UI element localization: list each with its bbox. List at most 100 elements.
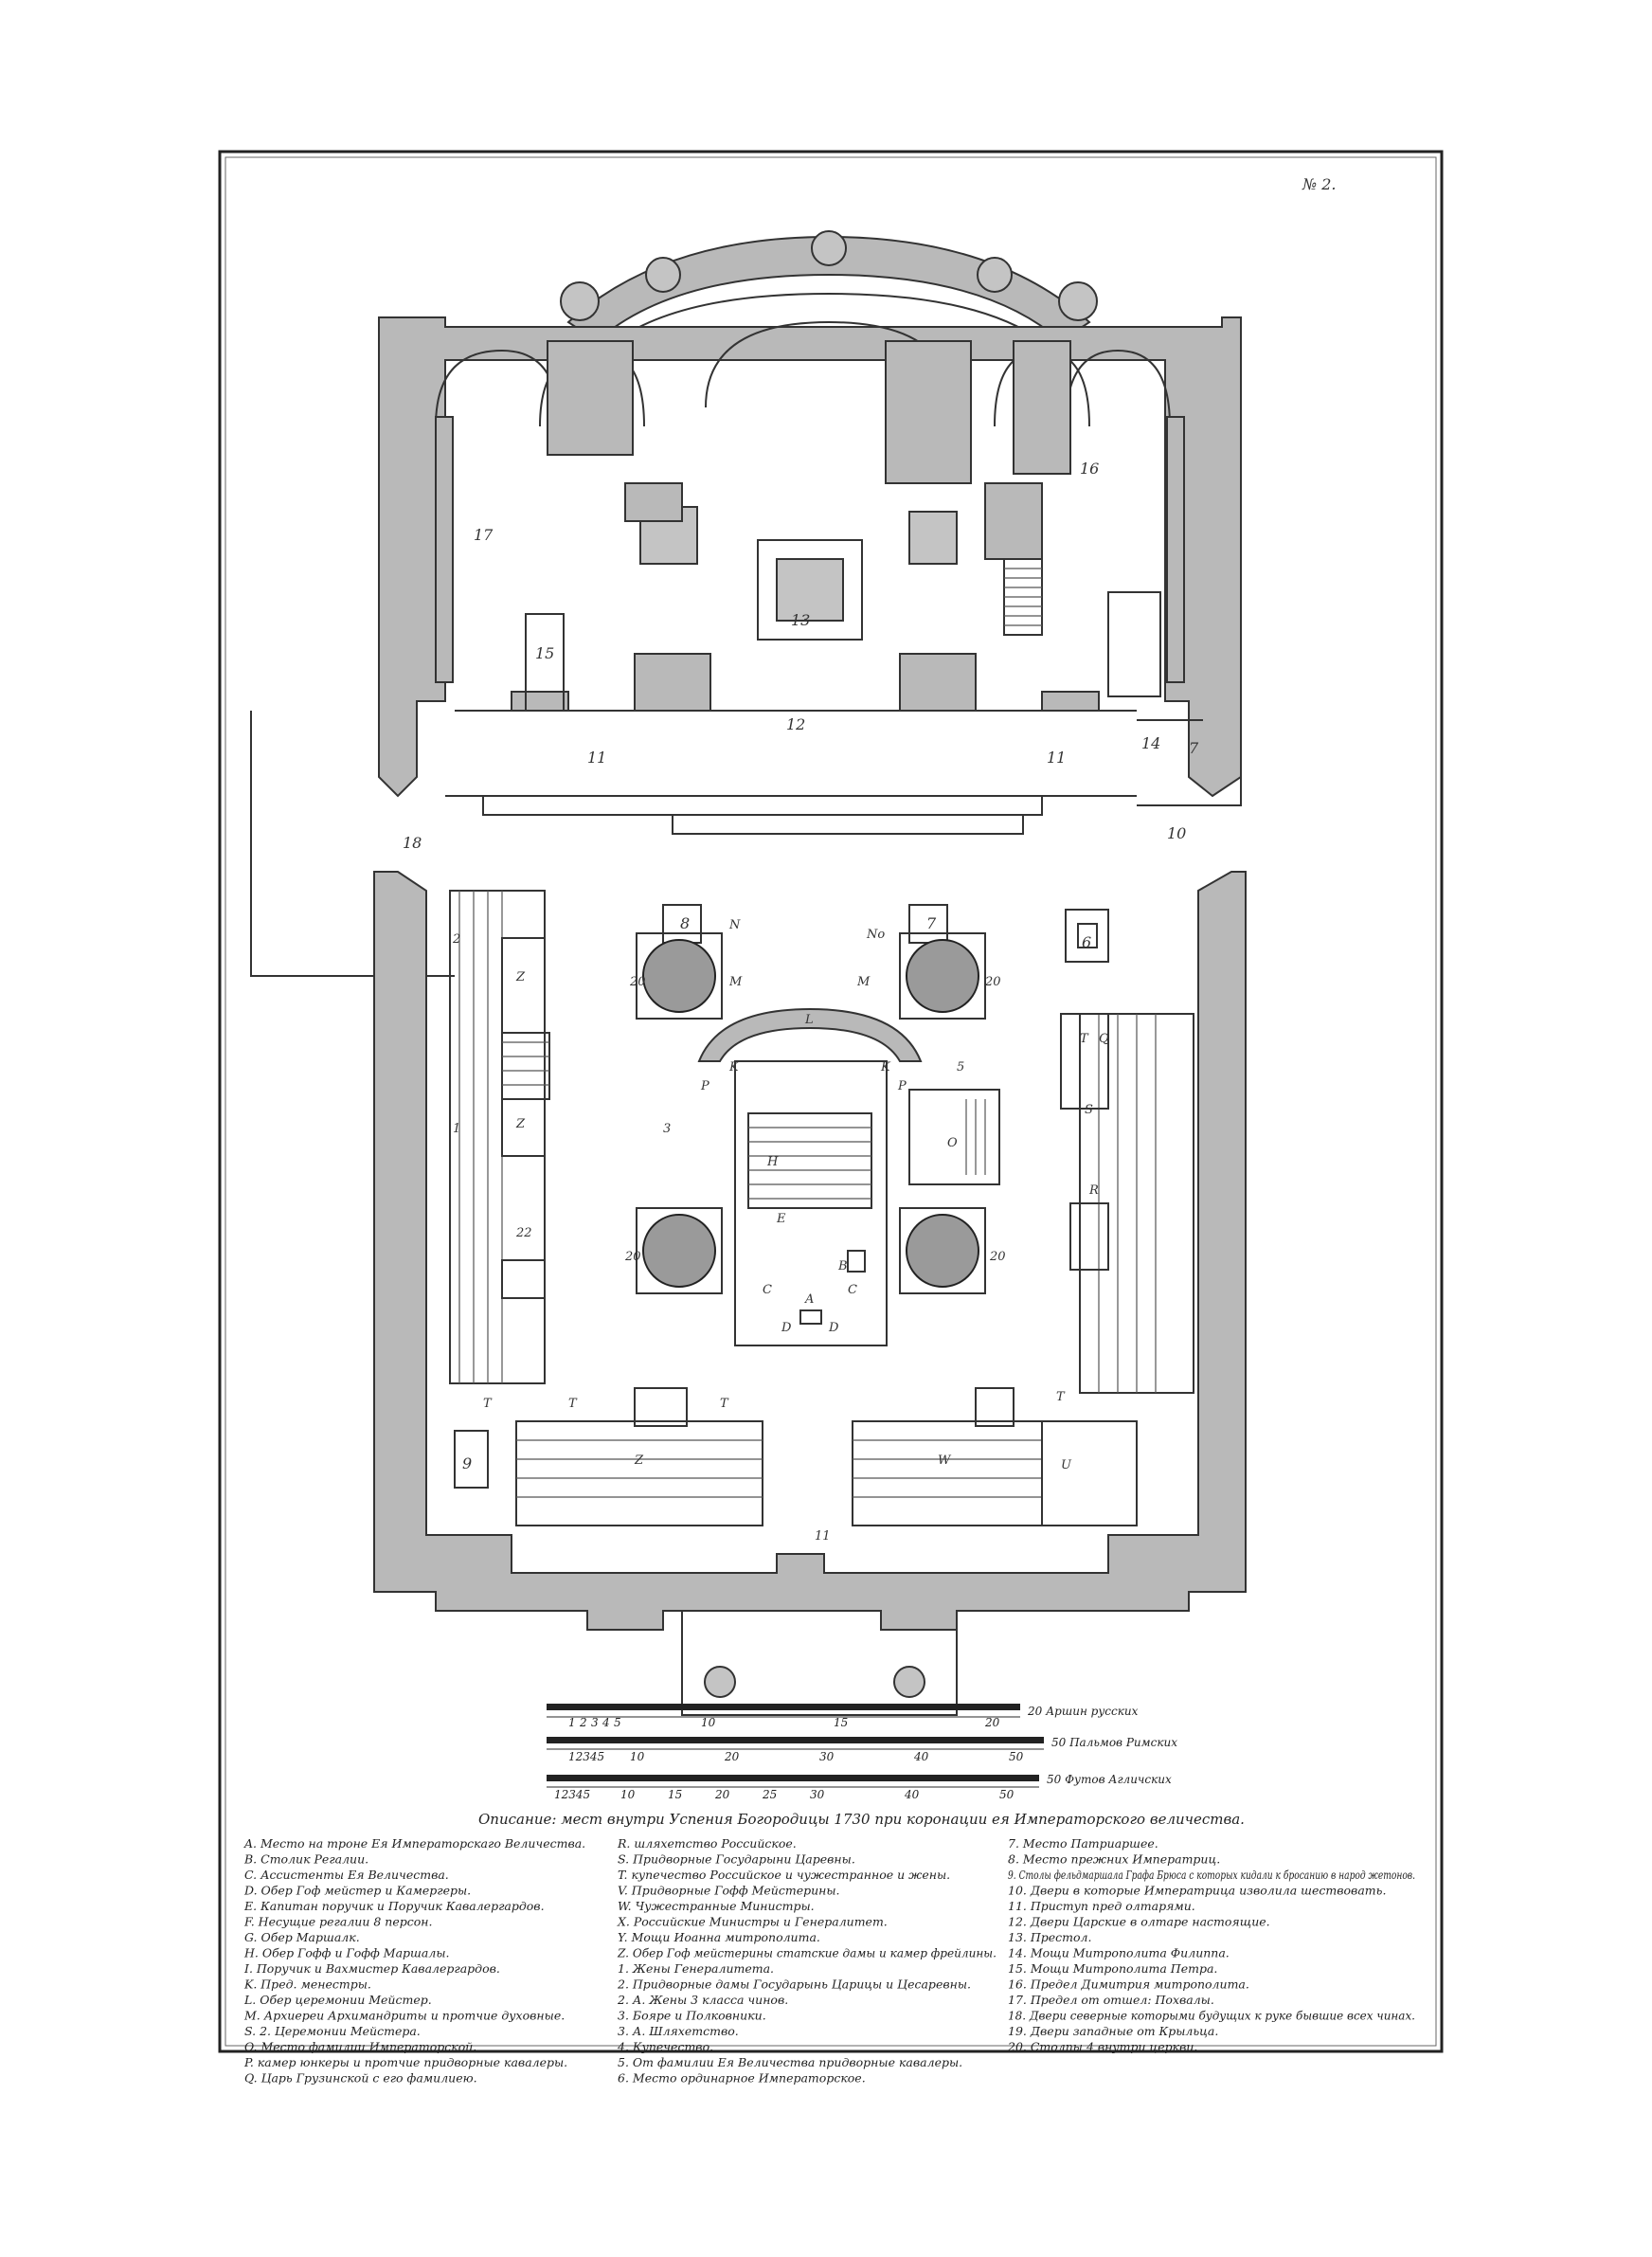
legend-entry: S. 2. Церемонии Мейстера. (244, 2024, 421, 2038)
svg-text:11: 11 (1047, 749, 1066, 767)
svg-text:12: 12 (786, 715, 805, 733)
svg-text:C: C (763, 1283, 772, 1297)
svg-text:7: 7 (1189, 739, 1199, 757)
svg-text:1: 1 (568, 1716, 576, 1729)
legend-entry: 3. А. Шляхетство. (618, 2024, 739, 2038)
svg-text:40: 40 (904, 1788, 920, 1801)
svg-text:50 Футов Агличских: 50 Футов Агличских (1047, 1773, 1172, 1786)
legend-entry: 11. Приступ пред олтарями. (1008, 1899, 1195, 1913)
svg-text:Z: Z (515, 970, 526, 984)
svg-text:C: C (848, 1283, 857, 1297)
legend-entry: 3. Бояре и Полковники. (618, 2009, 766, 2023)
svg-text:T: T (483, 1397, 493, 1411)
svg-text:20: 20 (629, 975, 646, 989)
legend-entry: 2. Придворные дамы Государынь Царицы и Ц… (617, 1977, 971, 1992)
svg-text:8: 8 (680, 914, 690, 932)
svg-text:50 Пальмов Римских: 50 Пальмов Римских (1051, 1736, 1177, 1749)
svg-text:T: T (568, 1397, 578, 1411)
column-nw (899, 932, 986, 1020)
svg-text:1: 1 (453, 1122, 460, 1136)
svg-text:20: 20 (984, 1716, 1000, 1729)
svg-text:6: 6 (1082, 933, 1091, 951)
plate-caption: Описание: мест внутри Успения Богородицы… (478, 1811, 1245, 1828)
legend-entry: A. Место на троне Ея Императорскаго Вели… (243, 1836, 585, 1851)
svg-text:E: E (776, 1212, 786, 1226)
legend-entry: G. Обер Маршалк. (244, 1930, 360, 1944)
legend-entry: H. Обер Гофф и Гофф Маршалы. (243, 1946, 449, 1960)
svg-text:5: 5 (957, 1060, 964, 1074)
column-se (636, 1207, 723, 1294)
svg-text:20: 20 (624, 1250, 641, 1264)
svg-text:7: 7 (926, 914, 937, 932)
svg-text:U: U (1061, 1458, 1072, 1472)
legend-entry: I. Поручик и Вахмистер Кавалергардов. (243, 1961, 500, 1976)
svg-text:W: W (938, 1454, 952, 1468)
legend-entry: 15. Мощи Митрополита Петра. (1008, 1961, 1217, 1976)
svg-text:3: 3 (591, 1716, 599, 1729)
svg-text:O: O (947, 1136, 958, 1150)
svg-text:20: 20 (984, 975, 1001, 989)
svg-text:15: 15 (535, 644, 554, 662)
legend-entry: B. Столик Регалии. (243, 1852, 368, 1867)
legend-entry: R. шляхетство Российское. (617, 1836, 797, 1851)
legend-entry: S. Придворные Государыни Царевны. (618, 1852, 855, 1867)
svg-text:S: S (1085, 1103, 1093, 1117)
svg-text:11: 11 (815, 1529, 831, 1544)
legend-entry: 9. Столы фельдмаршала Графа Брюса с кото… (1008, 1868, 1415, 1882)
legend-entry: Q. Царь Грузинской с его фамилиею. (244, 2071, 477, 2085)
column-sw (899, 1207, 986, 1294)
legend-entry: 13. Престол. (1008, 1930, 1091, 1944)
svg-text:D: D (781, 1321, 792, 1335)
legend-entry: O. Место фамилии Императорской. (244, 2040, 476, 2054)
legend-entry: 16. Предел Димитрия митрополита. (1008, 1977, 1249, 1992)
legend-entry: F. Несущие регалии 8 персон. (243, 1915, 432, 1929)
legend-entry: 6. Место ординарное Императорское. (618, 2071, 866, 2085)
legend-entry: W. Чужестранные Министры. (618, 1899, 815, 1913)
throne-platform (734, 1060, 888, 1346)
svg-text:L: L (804, 1013, 814, 1027)
svg-text:12345: 12345 (568, 1750, 604, 1763)
svg-text:20: 20 (724, 1750, 740, 1763)
svg-text:D: D (828, 1321, 839, 1335)
legend-entry: 5. От фамилии Ея Величества придворные к… (618, 2055, 962, 2069)
svg-text:3: 3 (663, 1122, 671, 1136)
plate-number: № 2. (1302, 175, 1337, 193)
legend-entry: E. Капитан поручик и Поручик Кавалергард… (243, 1899, 545, 1913)
svg-text:13: 13 (791, 611, 810, 629)
svg-text:18: 18 (403, 834, 422, 852)
scale-bars: 20 Аршин русских 1 2 3 4 5 10 15 20 50 П… (547, 1704, 1177, 1801)
svg-text:Z: Z (515, 1117, 526, 1131)
svg-text:22: 22 (515, 1226, 532, 1240)
svg-text:25: 25 (762, 1788, 777, 1801)
svg-text:30: 30 (819, 1750, 835, 1763)
svg-text:20: 20 (714, 1788, 730, 1801)
svg-text:H: H (766, 1155, 779, 1169)
lower-plan: 8 N 7 No M M 20 20 L K K 5 P P 3 H E O 1… (373, 871, 1247, 1716)
legend-entry: X. Российские Министры и Генералитет. (617, 1915, 888, 1929)
legend-entry: 1. Жены Генералитета. (618, 1961, 774, 1976)
svg-text:A: A (804, 1292, 814, 1307)
legend-entry: Z. Обер Гоф мейстерины статские дамы и к… (617, 1946, 997, 1960)
svg-text:M: M (728, 975, 743, 989)
svg-text:K: K (728, 1060, 740, 1074)
svg-text:N: N (728, 918, 741, 932)
legend-entry: 12. Двери Царские в олтаре настоящие. (1008, 1915, 1270, 1929)
svg-text:R: R (1088, 1183, 1099, 1198)
legend-entry: 17. Предел от отшел: Похвалы. (1008, 1993, 1214, 2007)
legend-entry: 4. Купечество. (617, 2040, 713, 2054)
legend-entry: 20. Столпы 4 внутри церкви. (1007, 2040, 1197, 2054)
svg-text:50: 50 (1009, 1750, 1024, 1763)
svg-text:10: 10 (630, 1750, 645, 1763)
svg-text:12345: 12345 (554, 1788, 590, 1801)
svg-text:17: 17 (474, 526, 494, 544)
legend-entry: L. Обер церемонии Мейстер. (243, 1993, 432, 2007)
svg-text:T: T (720, 1397, 729, 1411)
svg-text:16: 16 (1080, 460, 1099, 478)
svg-text:M: M (856, 975, 871, 989)
svg-text:14: 14 (1141, 734, 1160, 752)
plate-frame-inner (224, 156, 1437, 2047)
legend-entry: 8. Место прежних Императриц. (1008, 1852, 1220, 1867)
svg-text:9: 9 (462, 1454, 472, 1472)
legend-entry: P. камер юнкеры и протчие придворные кав… (243, 2055, 567, 2069)
legend-entry: 10. Двери в которые Императрица изволила… (1008, 1884, 1386, 1898)
